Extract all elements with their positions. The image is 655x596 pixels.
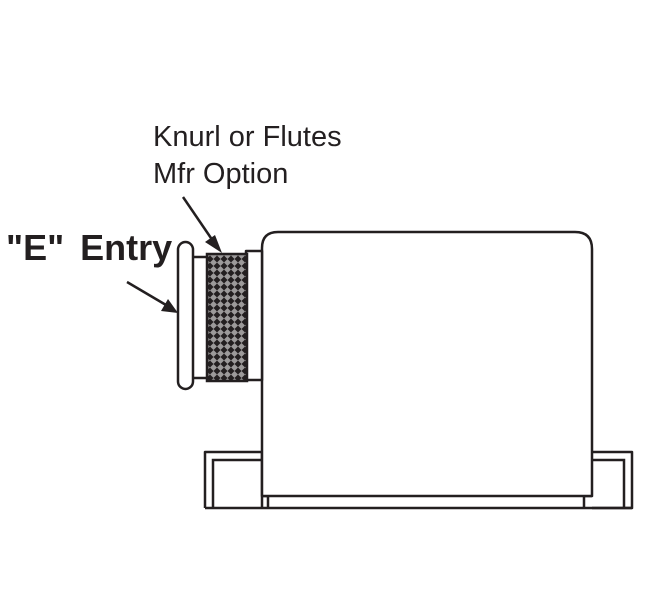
entry-label: "E" Entry xyxy=(6,227,172,268)
entry-label-quoted-e: "E" xyxy=(6,227,64,268)
knurl-label-line1: Knurl or Flutes xyxy=(153,121,342,153)
knurl-label-line2: Mfr Option xyxy=(153,158,288,190)
left-mounting-foot xyxy=(203,450,264,508)
right-mounting-foot xyxy=(592,450,634,510)
entry-leader xyxy=(126,280,178,313)
base-step-right xyxy=(582,494,592,508)
knurl-leader xyxy=(181,196,222,253)
fitting-neck xyxy=(244,249,264,382)
e-entry-cap xyxy=(176,240,195,391)
entry-label-word: Entry xyxy=(80,227,172,268)
housing-body xyxy=(260,230,594,498)
knurled-collar xyxy=(205,252,249,383)
